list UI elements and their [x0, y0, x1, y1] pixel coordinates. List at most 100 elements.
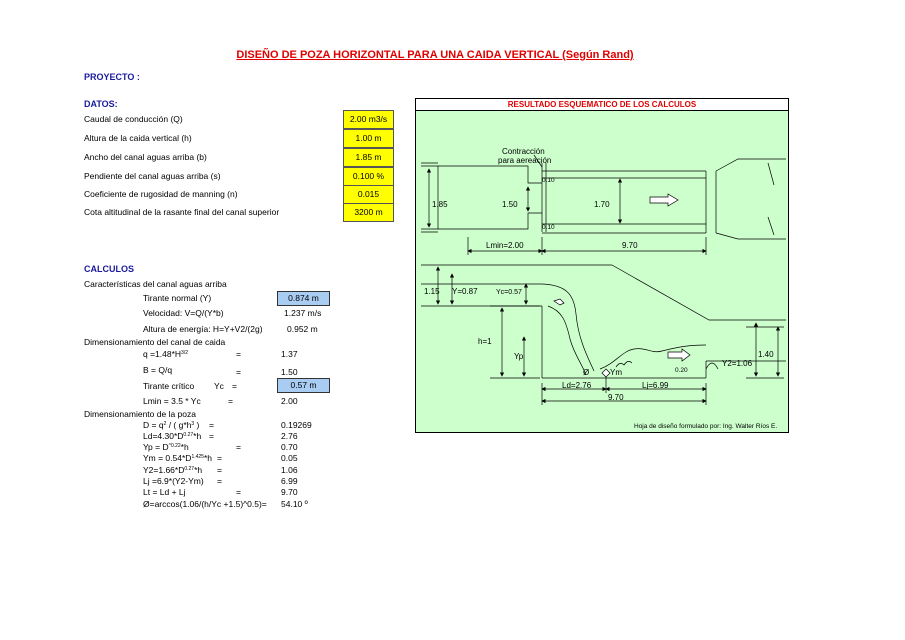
- plan-break-top: [767, 162, 775, 186]
- poza-equals: =: [236, 487, 241, 497]
- label-ym: Ym: [610, 368, 622, 377]
- poza-equals: =: [217, 453, 222, 463]
- poza-formula-pre: Yp = D: [143, 442, 169, 452]
- tc-yc: Yc: [214, 381, 224, 391]
- plan-transition-bottom: [438, 212, 542, 230]
- poza-formula: Y2=1.66*D0.27*h: [143, 465, 202, 475]
- energia-label: Altura de energía: H=Y+V2/(2g): [143, 324, 263, 334]
- label-lj: Lj=6.99: [642, 381, 669, 390]
- poza-equals: =: [209, 420, 214, 430]
- poza-value: 1.06: [281, 465, 298, 475]
- label-phi: Ø: [583, 368, 589, 377]
- poza-value: 54.10 º: [281, 499, 308, 509]
- page-title: DISEÑO DE POZA HORIZONTAL PARA UNA CAIDA…: [236, 49, 634, 61]
- tc-equals: =: [232, 381, 237, 391]
- poza-formula-pre: Y2=1.66*D: [143, 465, 185, 475]
- poza-value: 0.19269: [281, 420, 312, 430]
- profile-slope: [611, 264, 786, 321]
- tirante-value: 0.874 m: [277, 291, 330, 306]
- label-w185: 1.85: [432, 200, 448, 209]
- poza-formula-post: *h: [194, 465, 203, 475]
- label-010-top: 0.10: [542, 177, 555, 184]
- label-y2: Y2=1.06: [722, 359, 753, 368]
- velocidad-value: 1.237 m/s: [284, 308, 322, 318]
- label-010-bottom: 0.10: [542, 224, 555, 231]
- datos-label-ancho: Ancho del canal aguas arriba (b): [84, 152, 207, 162]
- plan-exit-top: [715, 158, 786, 172]
- poza-formula-pre: D = q: [143, 420, 164, 430]
- label-yp: Yp: [514, 352, 524, 361]
- poza-formula-post: / ( g*h: [166, 420, 192, 430]
- input-cota[interactable]: 3200 m: [343, 203, 394, 222]
- label-970-plan: 9.70: [622, 241, 638, 250]
- poza-formula-post: *h: [193, 431, 202, 441]
- poza-formula-exp: 1.425: [191, 454, 204, 460]
- datos-label-pendiente: Pendiente del canal aguas arriba (s): [84, 171, 221, 181]
- poza-formula-pre: Lj =6.9*(Y2-Ym): [143, 476, 204, 486]
- diagram-header: RESULTADO ESQUEMATICO DE LOS CALCULOS: [416, 99, 788, 111]
- q-formula-exp: 3/2: [181, 350, 188, 356]
- poza-formula: Lt = Ld + Lj: [143, 487, 186, 497]
- poza-formula-exp: ^0.22: [168, 443, 181, 449]
- datos-label-caudal: Caudal de conducción (Q): [84, 114, 183, 124]
- proyecto-label: PROYECTO :: [84, 72, 140, 82]
- poza-value: 9.70: [281, 487, 298, 497]
- tc-value: 0.57 m: [277, 378, 330, 393]
- input-altura[interactable]: 1.00 m: [343, 129, 394, 148]
- poza-formula-pre: Ym = 0.54*D: [143, 453, 192, 463]
- poza-formula-pre: Ld=4.30*D: [143, 431, 184, 441]
- poza-equals: =: [217, 476, 222, 486]
- b-equals: =: [236, 367, 241, 377]
- poza-formula-post: *h: [180, 442, 189, 452]
- label-115: 1.15: [424, 287, 440, 296]
- poza-equals: =: [236, 442, 241, 452]
- poza-formula-post2: ): [194, 420, 200, 430]
- poza-formula: D = q2 / ( g*h3 ): [143, 420, 199, 430]
- poza-formula-post: *h: [203, 453, 212, 463]
- energia-value: 0.952 m: [287, 324, 318, 334]
- label-ld: Ld=2.76: [562, 381, 592, 390]
- poza-value: 6.99: [281, 476, 298, 486]
- exit-curve: [705, 362, 719, 370]
- label-contraccion-1: Contracción: [502, 147, 545, 156]
- label-lmin: Lmin=2.00: [486, 241, 524, 250]
- input-pendiente[interactable]: 0.100 %: [343, 167, 394, 186]
- b-formula: B = Q/q: [143, 365, 173, 375]
- velocidad-label: Velocidad: V=Q/(Y*b): [143, 308, 224, 318]
- input-rugosidad[interactable]: 0.015: [343, 185, 394, 204]
- calculos-sub-caida: Dimensionamiento del canal de caida: [84, 337, 226, 347]
- nappe-lower: [547, 305, 587, 376]
- q-equals: =: [236, 349, 241, 359]
- nappe-upper: [541, 283, 595, 372]
- results-diagram: RESULTADO ESQUEMATICO DE LOS CALCULOS: [415, 98, 789, 433]
- poza-equals: =: [217, 465, 222, 475]
- tc-label: Tirante crítico: [143, 381, 195, 391]
- poza-formula: Lj =6.9*(Y2-Ym): [143, 476, 204, 486]
- calculos-heading: CALCULOS: [84, 264, 134, 274]
- poza-value: 0.70: [281, 442, 298, 452]
- poza-formula-exp: 0.27: [184, 466, 195, 472]
- calculos-sub-canal: Características del canal aguas arriba: [84, 279, 227, 289]
- poza-value: 2.76: [281, 431, 298, 441]
- poza-formula-exp2: 3: [191, 421, 195, 427]
- poza-formula-exp: 0.27: [183, 432, 194, 438]
- jump-surface: [599, 344, 707, 370]
- label-contraccion-2: para aereación: [498, 156, 551, 165]
- input-ancho[interactable]: 1.85 m: [343, 148, 394, 167]
- poza-formula-exp: 2: [163, 421, 167, 427]
- b-value: 1.50: [281, 367, 298, 377]
- label-w150: 1.50: [502, 200, 518, 209]
- plan-transition-top: [438, 165, 542, 184]
- lmin-equals: =: [228, 396, 233, 406]
- diagram-drawing: Contracción para aereación 0.10 0.10 1.8…: [421, 147, 786, 430]
- label-y087: Y=0.87: [452, 287, 478, 296]
- poza-formula-pre: Ø=arccos(1.06/(h/Yc +1.5)^0.5)=: [143, 499, 267, 509]
- label-h1: h=1: [478, 337, 492, 346]
- poza-value: 0.05: [281, 453, 298, 463]
- poza-formula: Yp = D^0.22*h: [143, 442, 189, 452]
- nappe-splash: [553, 298, 565, 306]
- contraction-leader: [533, 154, 543, 168]
- poza-formula: Ld=4.30*D0.27*h: [143, 431, 201, 441]
- input-caudal[interactable]: 2.00 m3/s: [343, 110, 394, 129]
- q-formula-text: q =1.48*H: [143, 349, 182, 359]
